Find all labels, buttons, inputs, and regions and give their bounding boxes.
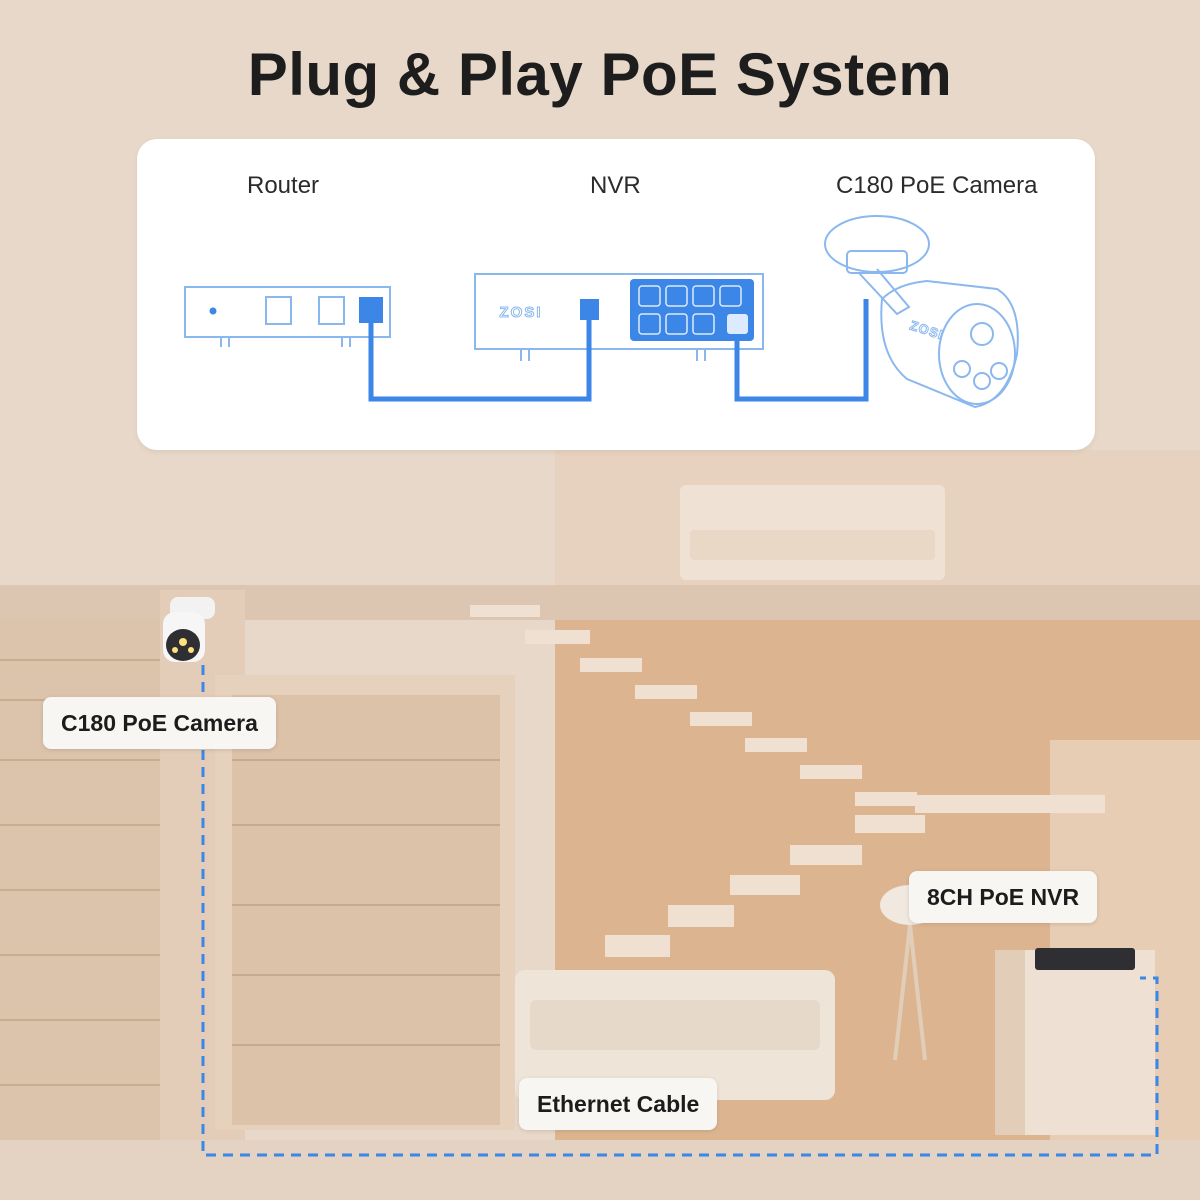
callout-ethernet-cable: Ethernet Cable	[519, 1078, 718, 1130]
page-title: Plug & Play PoE System	[247, 41, 953, 108]
nvr-uplink-port	[580, 299, 599, 320]
camera-device	[824, 215, 1019, 409]
callout-camera: C180 PoE Camera	[43, 697, 276, 749]
siding-lines	[0, 659, 215, 1086]
nvr-brand-logo: ZOSI	[499, 304, 542, 321]
cable-router-to-nvr	[368, 320, 592, 402]
floating-stairs	[470, 605, 1105, 957]
floor	[0, 1140, 1200, 1200]
upper-sofa-seat	[690, 530, 935, 560]
router-device	[184, 286, 391, 347]
router-port-active	[359, 297, 383, 323]
sofa-seat	[530, 1000, 820, 1050]
connection-diagram: ZOSI ZOSI	[184, 215, 1019, 409]
garage-door	[232, 695, 500, 1125]
router-label: Router	[247, 172, 320, 199]
garage-door-panels	[232, 759, 500, 1046]
camera-brand-logo: ZOSI	[908, 318, 945, 343]
lamp-stand	[893, 924, 927, 1061]
nvr-device-outline	[474, 273, 764, 361]
router-led	[209, 307, 217, 315]
camera-label: C180 PoE Camera	[836, 172, 1038, 199]
cable-nvr-to-camera	[734, 299, 869, 402]
nvr-poe-port-connected	[727, 314, 748, 334]
callout-nvr: 8CH PoE NVR	[909, 871, 1098, 923]
nvr-poe-ports	[638, 285, 742, 335]
ethernet-cable-dashed	[201, 665, 1159, 1157]
nvr-label: NVR	[590, 172, 641, 199]
cabinet-side	[995, 950, 1025, 1135]
nvr-device	[1035, 948, 1135, 970]
wall-camera	[163, 597, 215, 662]
diagram-panel	[137, 139, 1095, 450]
